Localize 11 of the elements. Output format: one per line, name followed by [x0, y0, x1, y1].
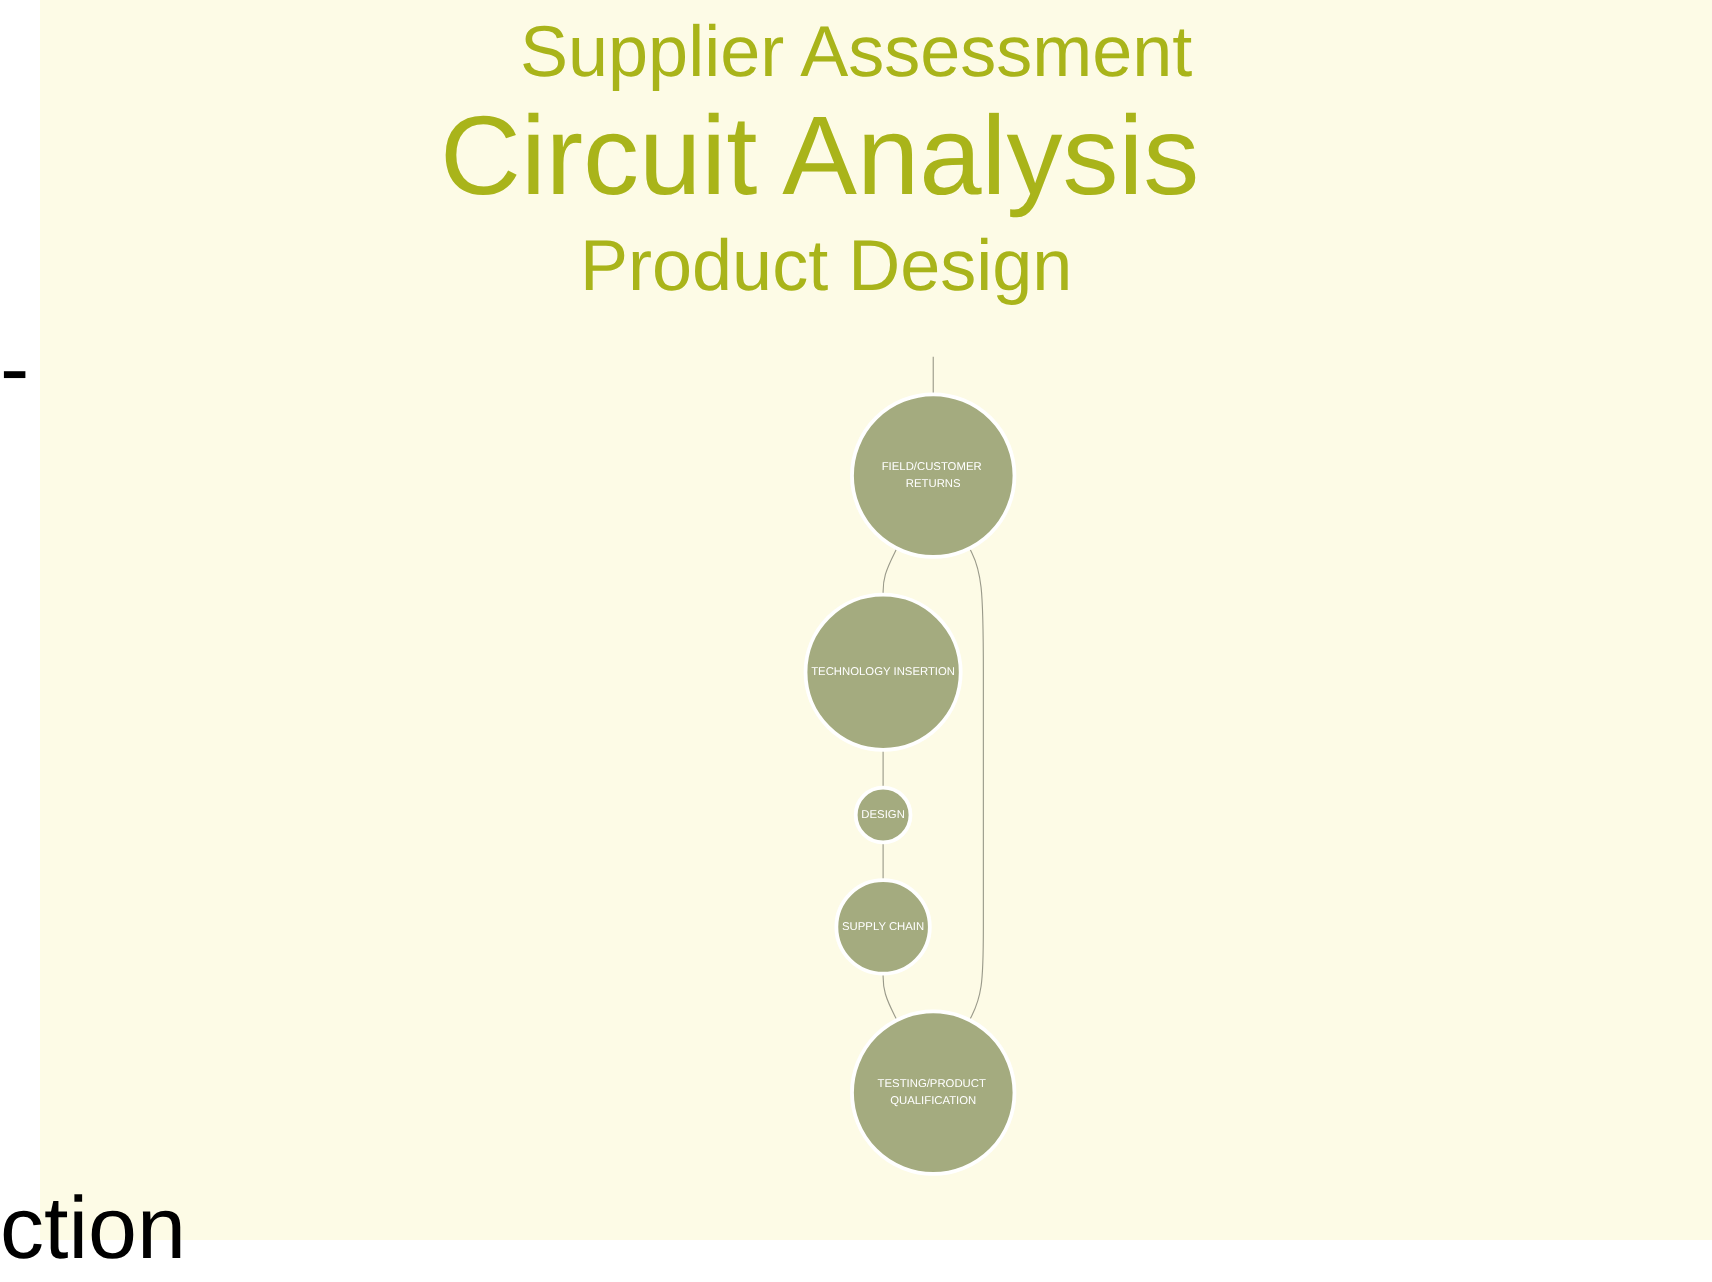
connector: [882, 749, 884, 789]
background-text: Product Design: [580, 224, 1073, 308]
connector: [969, 547, 984, 1021]
connector: [882, 547, 898, 596]
background-text: Supplier Assessment: [520, 10, 1193, 94]
slide-text: ction: [0, 1180, 186, 1280]
connector: [932, 356, 934, 395]
connector: [882, 973, 898, 1021]
dash-text: -: [0, 320, 30, 420]
connector: [882, 841, 884, 881]
background-text: Circuit Analysis: [440, 91, 1200, 220]
